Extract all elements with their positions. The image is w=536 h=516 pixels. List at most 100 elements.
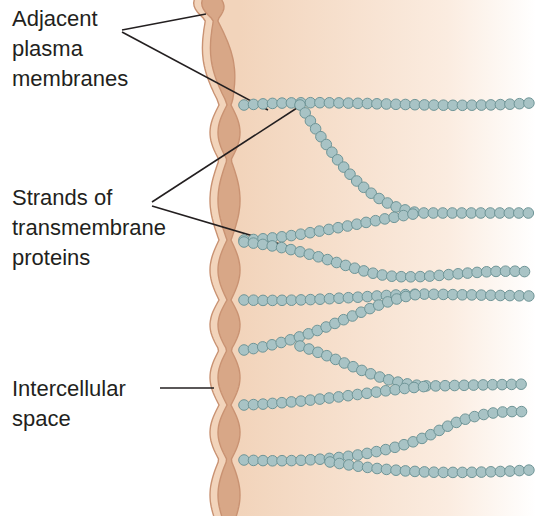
protein-bead [415, 271, 426, 282]
protein-bead [296, 455, 307, 466]
protein-bead [362, 462, 373, 473]
protein-bead [333, 222, 344, 233]
leader-line [152, 106, 300, 202]
cell-cytoplasm [240, 0, 536, 516]
protein-bead [248, 343, 259, 354]
protein-bead [239, 345, 250, 356]
protein-bead [239, 400, 250, 411]
part-label: Intercellular space [12, 374, 152, 434]
protein-bead [257, 342, 268, 353]
protein-bead [380, 386, 391, 397]
protein-bead [352, 219, 363, 230]
protein-bead [488, 408, 499, 419]
protein-bead [514, 98, 525, 109]
protein-bead [380, 214, 391, 225]
protein-bead [305, 395, 316, 406]
protein-bead [305, 294, 316, 305]
protein-bead [516, 379, 527, 390]
protein-bead [510, 266, 521, 277]
protein-bead [505, 99, 516, 110]
protein-bead [381, 464, 392, 475]
leader-lines [122, 14, 388, 388]
protein-bead [362, 291, 373, 302]
leader-line [160, 387, 214, 389]
protein-bead [371, 387, 382, 398]
protein-bead [353, 461, 364, 472]
protein-bead [524, 98, 535, 109]
protein-bead [371, 446, 382, 457]
protein-bead [410, 466, 421, 477]
protein-bead [277, 232, 288, 243]
protein-bead [408, 209, 419, 220]
protein-bead [343, 390, 354, 401]
protein-bead [305, 227, 316, 238]
protein-bead [324, 224, 335, 235]
protein-bead [352, 450, 363, 461]
protein-bead [524, 291, 535, 302]
leader-line [122, 32, 268, 110]
protein-bead [324, 293, 335, 304]
protein-bead [258, 399, 269, 410]
protein-bead [361, 217, 372, 228]
protein-bead [472, 267, 483, 278]
leader-line [122, 14, 206, 30]
protein-bead [314, 226, 325, 237]
protein-bead [315, 294, 326, 305]
protein-bead [248, 99, 259, 110]
protein-bead [400, 466, 411, 477]
protein-bead [295, 229, 306, 240]
protein-bead [239, 455, 250, 466]
protein-bead [258, 99, 269, 110]
protein-bead [362, 448, 373, 459]
protein-bead [344, 460, 355, 471]
protein-bead [409, 382, 420, 393]
protein-bead [368, 268, 379, 279]
strand-guide [244, 294, 420, 350]
protein-bead [333, 392, 344, 403]
protein-strands [239, 97, 535, 477]
protein-bead [362, 388, 373, 399]
part-label: Strands of transmembrane proteins [12, 183, 172, 273]
protein-bead [258, 239, 269, 250]
part-label: Adjacent plasma membranes [12, 4, 137, 94]
protein-bead [277, 397, 288, 408]
protein-bead [352, 389, 363, 400]
protein-bead [495, 99, 506, 110]
protein-bead [334, 458, 345, 469]
protein-bead [239, 100, 250, 111]
protein-bead [519, 266, 530, 277]
protein-bead [377, 270, 388, 281]
protein-bead [524, 465, 535, 476]
protein-bead [401, 291, 412, 302]
protein-bead [248, 399, 259, 410]
protein-bead [462, 268, 473, 279]
protein-bead [305, 455, 316, 466]
protein-bead [424, 271, 435, 282]
protein-bead [495, 466, 506, 477]
protein-bead [418, 381, 429, 392]
protein-bead [390, 384, 401, 395]
protein-bead [370, 215, 381, 226]
protein-bead [514, 465, 525, 476]
protein-bead [478, 409, 489, 420]
protein-bead [453, 269, 464, 280]
cell-edge [218, 0, 240, 516]
protein-bead [434, 270, 445, 281]
protein-bead [505, 466, 516, 477]
membrane-outline [218, 0, 240, 516]
protein-bead [398, 210, 409, 221]
protein-bead [389, 212, 400, 223]
protein-bead [248, 238, 259, 249]
strand-guide [300, 105, 530, 213]
plasma-membranes [194, 0, 240, 516]
protein-bead [286, 230, 297, 241]
protein-bead [343, 292, 354, 303]
protein-bead [523, 208, 534, 219]
protein-bead [276, 242, 287, 253]
protein-bead [410, 289, 421, 300]
protein-bead [516, 406, 527, 417]
protein-bead [267, 241, 278, 252]
protein-bead [353, 292, 364, 303]
protein-bead [342, 221, 353, 232]
protein-bead [410, 289, 421, 300]
